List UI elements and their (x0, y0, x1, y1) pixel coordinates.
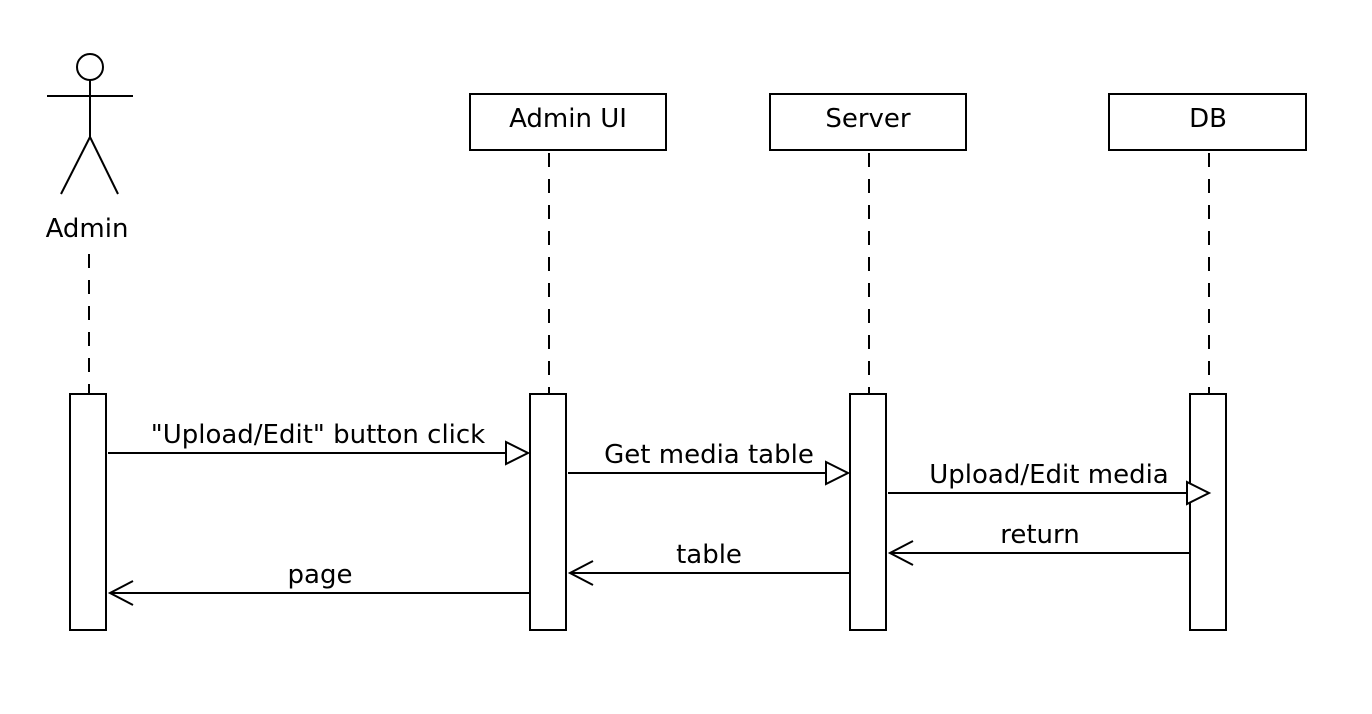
message-label: page (288, 560, 353, 590)
message-label: Upload/Edit media (929, 460, 1168, 490)
actor-admin: Admin (46, 53, 133, 244)
message-label: "Upload/Edit" button click (151, 420, 486, 450)
actor-admin-left-leg (60, 136, 91, 195)
lifeline-admin-ui-label: Admin UI (509, 104, 627, 134)
activation-bar-server (849, 393, 887, 631)
message-upload-edit-media: Upload/Edit media (888, 460, 1212, 506)
activation-bar-db (1189, 393, 1227, 631)
arrowhead-open-triangle (505, 440, 531, 466)
arrowhead-open (107, 580, 134, 606)
activation-bar-admin (69, 393, 107, 631)
actor-admin-label: Admin (46, 214, 129, 244)
lifeline-admin-ui-header: Admin UI (469, 93, 667, 151)
lifeline-db-label: DB (1189, 104, 1227, 134)
lifeline-dashes (88, 153, 1210, 394)
lifeline-server-box (769, 93, 967, 151)
message-get-media-table: Get media table (568, 440, 851, 486)
arrowhead-open (567, 560, 594, 586)
message-upload-edit-click: "Upload/Edit" button click (108, 420, 531, 466)
message-return: return (887, 520, 1189, 566)
lifeline-db-header: DB (1108, 93, 1307, 151)
message-page: page (107, 560, 529, 606)
actor-admin-head (76, 53, 104, 81)
message-label: table (676, 540, 742, 570)
activation-bar-admin-ui (529, 393, 567, 631)
arrowhead-open (887, 540, 914, 566)
message-label: Get media table (604, 440, 814, 470)
lifeline-server-header: Server (769, 93, 967, 151)
message-label: return (1000, 520, 1080, 550)
lifeline-db-box (1108, 93, 1307, 151)
arrowhead-open-triangle (825, 460, 851, 486)
activation-bars (69, 393, 1227, 631)
lifeline-admin-ui-box (469, 93, 667, 151)
lifeline-server-label: Server (825, 104, 911, 134)
arrowhead-open-triangle (1186, 480, 1212, 506)
actor-admin-right-leg (89, 136, 119, 195)
message-table: table (567, 540, 849, 586)
